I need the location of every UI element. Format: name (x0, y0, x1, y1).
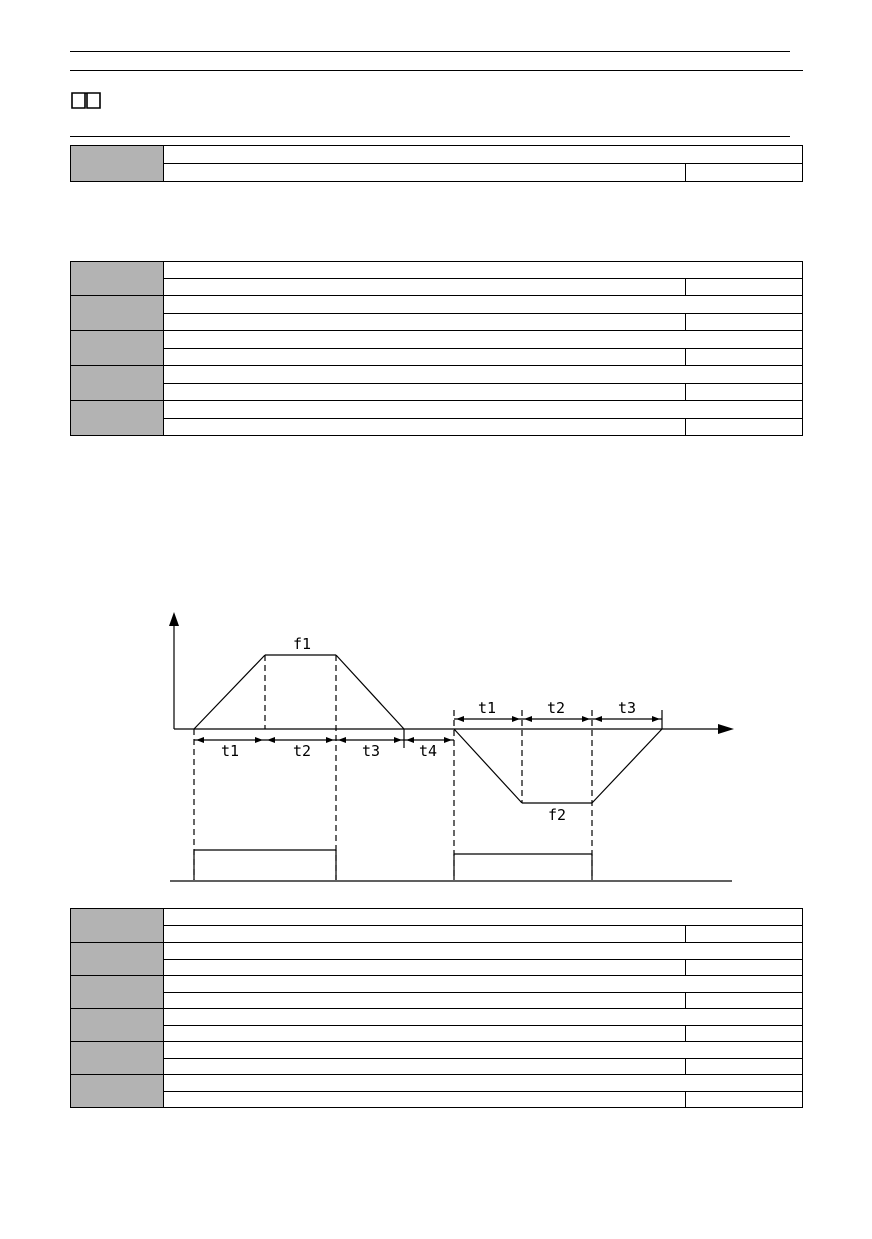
parameter-range-cell (164, 1058, 686, 1074)
parameter-range-cell (164, 1091, 686, 1107)
parameter-range-cell (164, 418, 686, 435)
parameter-name-cell (164, 1042, 802, 1059)
parameter-default-cell (686, 993, 802, 1009)
parameter-row (71, 909, 802, 942)
parameter-row (71, 942, 802, 975)
parameter-range-cell (164, 992, 686, 1008)
parameter-name-cell (164, 262, 802, 279)
parameter-row (71, 975, 802, 1008)
parameter-name-cell (164, 1075, 802, 1092)
parameter-default-cell (686, 1059, 802, 1075)
profile-f1 (193, 654, 266, 730)
parameter-range-cell (164, 1025, 686, 1041)
parameter-name-cell (164, 401, 802, 419)
label-t2a: t2 (293, 742, 311, 760)
parameter-default-cell (686, 926, 802, 942)
parameter-row (71, 1008, 802, 1041)
y-axis-arrow (169, 612, 179, 626)
parameter-range-cell (164, 383, 686, 400)
parameter-default-cell (686, 1026, 802, 1042)
label-t1b: t1 (478, 699, 496, 717)
parameter-code-cell (71, 943, 164, 975)
profile-f2-up (591, 728, 663, 804)
parameter-range-cell (164, 313, 686, 330)
parameter-name-cell (164, 296, 802, 314)
parameter-code-cell (71, 296, 164, 330)
parameter-code-cell (71, 909, 164, 942)
parameter-default-cell (686, 419, 802, 436)
parameter-code-cell (71, 146, 164, 181)
parameter-default-cell (686, 314, 802, 331)
parameter-name-cell (164, 976, 802, 993)
label-t3a: t3 (362, 742, 380, 760)
parameter-row (71, 295, 802, 330)
parameter-row (71, 1074, 802, 1107)
parameter-range-cell (164, 926, 686, 942)
parameter-table-3 (70, 908, 803, 1108)
parameter-range-cell (164, 279, 686, 295)
label-f2: f2 (548, 806, 566, 824)
parameter-row (71, 365, 802, 400)
label-t3b: t3 (618, 699, 636, 717)
parameter-default-cell (686, 384, 802, 401)
parameter-row (71, 146, 802, 181)
label-t1a: t1 (221, 742, 239, 760)
parameter-row (71, 330, 802, 365)
parameter-row (71, 400, 802, 435)
jog-timing-diagram: f1 f2 t1 t2 t3 t4 t1 t2 t3 (169, 612, 734, 882)
book-icon (71, 92, 101, 109)
label-f1: f1 (293, 635, 311, 653)
header-rule-top (70, 51, 790, 52)
parameter-code-cell (71, 1042, 164, 1074)
parameter-code-cell (71, 1009, 164, 1041)
parameter-default-cell (686, 279, 802, 295)
parameter-table-2 (70, 261, 803, 436)
parameter-code-cell (71, 976, 164, 1008)
label-t2b: t2 (547, 699, 565, 717)
parameter-default-cell (686, 164, 802, 181)
parameter-code-cell (71, 366, 164, 400)
label-t4a: t4 (419, 742, 437, 760)
parameter-name-cell (164, 146, 802, 164)
parameter-name-cell (164, 366, 802, 384)
parameter-code-cell (71, 262, 164, 295)
parameter-range-cell (164, 348, 686, 365)
parameter-row (71, 262, 802, 295)
profile-f2-down (453, 728, 523, 804)
parameter-default-cell (686, 1092, 802, 1108)
parameter-default-cell (686, 349, 802, 366)
parameter-name-cell (164, 943, 802, 960)
profile-f1-down (335, 654, 405, 730)
parameter-name-cell (164, 331, 802, 349)
parameter-name-cell (164, 909, 802, 926)
parameter-code-cell (71, 331, 164, 365)
parameter-range-cell (164, 164, 686, 181)
header-rule-main (70, 70, 803, 71)
parameter-range-cell (164, 959, 686, 975)
x-axis-arrow (718, 724, 734, 734)
note-rule (70, 136, 790, 137)
parameter-default-cell (686, 960, 802, 976)
parameter-name-cell (164, 1009, 802, 1026)
parameter-table-1 (70, 145, 803, 182)
parameter-code-cell (71, 1075, 164, 1107)
parameter-code-cell (71, 401, 164, 435)
parameter-row (71, 1041, 802, 1074)
